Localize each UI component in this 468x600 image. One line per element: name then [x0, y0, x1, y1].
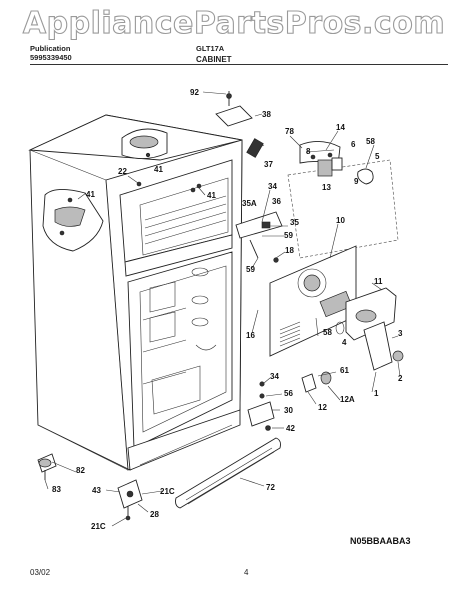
part-14-damper-assembly	[287, 141, 399, 259]
label-37: 37	[264, 160, 273, 169]
label-38: 38	[262, 110, 271, 119]
label-6: 6	[351, 140, 356, 149]
label-13: 13	[322, 183, 331, 192]
label-10: 10	[336, 216, 345, 225]
label-34-top: 34	[268, 182, 277, 191]
label-12A: 12A	[340, 395, 355, 404]
label-58-top: 58	[366, 137, 375, 146]
label-14: 14	[336, 123, 345, 132]
publication-number: 5995339450	[30, 53, 72, 62]
label-43: 43	[92, 486, 101, 495]
part-41-top	[121, 128, 168, 159]
label-5: 5	[375, 152, 380, 161]
label-82: 82	[76, 466, 85, 475]
label-83: 83	[52, 485, 61, 494]
label-41-top: 41	[154, 165, 163, 174]
label-59-left: 59	[246, 265, 255, 274]
part-28-roller-bracket	[117, 479, 143, 521]
label-3: 3	[398, 329, 403, 338]
label-41-left: 41	[86, 190, 95, 199]
label-42: 42	[286, 424, 295, 433]
label-8a: 8	[306, 147, 311, 156]
label-72: 72	[266, 483, 275, 492]
label-4: 4	[342, 338, 347, 347]
label-35A: 35A	[242, 199, 257, 208]
label-30: 30	[284, 406, 293, 415]
label-21C-right: 21C	[160, 487, 175, 496]
label-21C-left: 21C	[91, 522, 106, 531]
label-18: 18	[285, 246, 294, 255]
footer-date: 03/02	[30, 568, 51, 577]
label-61: 61	[340, 366, 349, 375]
publication-label: Publication	[30, 44, 71, 53]
label-28: 28	[150, 510, 159, 519]
label-92: 92	[190, 88, 199, 97]
header-rule	[30, 64, 448, 65]
label-35: 35	[290, 218, 299, 227]
label-58-mid: 58	[323, 328, 332, 337]
label-2: 2	[398, 374, 403, 383]
label-9: 9	[354, 177, 359, 186]
label-78: 78	[285, 127, 294, 136]
part-41-left	[42, 189, 104, 252]
watermark: AppliancePartsPros.com	[22, 5, 446, 41]
label-16: 16	[246, 331, 255, 340]
label-1: 1	[374, 389, 379, 398]
part-82-leveler	[37, 453, 57, 480]
section-title: CABINET	[196, 55, 232, 64]
label-11: 11	[374, 277, 383, 286]
label-36: 36	[272, 197, 281, 206]
label-41-right: 41	[207, 191, 216, 200]
label-34-bottom: 34	[270, 372, 279, 381]
part-number-labels: 92 38 78 14 58 5 6 8 9 13 37 22 41 41 41…	[52, 88, 403, 531]
part-10-evaporator-cover	[269, 245, 357, 357]
part-35-bracket	[235, 211, 283, 263]
diagram-code: N05BBAABA3	[350, 536, 411, 546]
top-screws	[136, 181, 202, 193]
part-92-38-bracket	[215, 91, 264, 158]
label-12: 12	[318, 403, 327, 412]
part-11-control-housing	[335, 287, 404, 371]
label-56: 56	[284, 389, 293, 398]
model-number: GLT17A	[196, 44, 225, 53]
part-30-bracket	[247, 401, 275, 431]
part-72-kickplate	[175, 437, 281, 509]
footer-page-number: 4	[244, 568, 249, 577]
cabinet-body	[28, 114, 243, 471]
label-22: 22	[118, 167, 127, 176]
leader-lines	[44, 91, 401, 527]
label-59-right: 59	[284, 231, 293, 240]
